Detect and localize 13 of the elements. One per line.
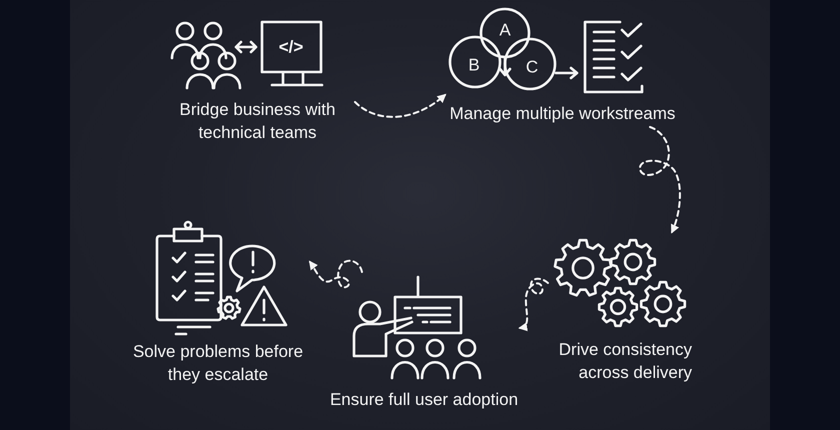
step-caption: Drive consistency across delivery xyxy=(558,340,692,382)
step-caption: Ensure full user adoption xyxy=(330,390,518,409)
step-caption: Bridge business with technical teams xyxy=(180,100,336,142)
step-caption: Manage multiple workstreams xyxy=(450,104,676,123)
venn-letter: B xyxy=(468,56,480,74)
dashed-arrow xyxy=(518,278,549,330)
dashed-arrow xyxy=(308,260,363,288)
dashed-arrow xyxy=(354,94,446,118)
code-symbol: </> xyxy=(278,38,304,56)
dashed-arrow xyxy=(639,126,681,234)
venn-letter: A xyxy=(499,22,511,38)
step-caption: Solve problems before they escalate xyxy=(132,342,304,384)
venn-letter: C xyxy=(526,58,538,76)
